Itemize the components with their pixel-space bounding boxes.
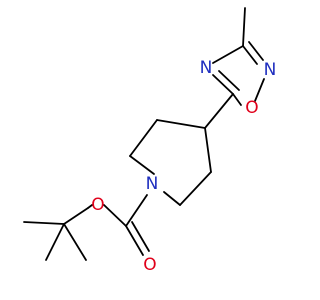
bond xyxy=(129,119,158,157)
bond xyxy=(179,171,212,206)
bond xyxy=(87,204,93,209)
bond xyxy=(218,70,240,91)
atom-label-oxadiazole-n2: N xyxy=(264,60,277,80)
bond xyxy=(254,78,265,102)
atom-label-ester-o: O xyxy=(91,195,104,215)
bond xyxy=(156,119,206,129)
chemical-structure: N N N O O O xyxy=(23,7,276,275)
atom-label-oxadiazole-n3: N xyxy=(200,58,213,78)
bond xyxy=(242,45,258,65)
bond xyxy=(23,221,65,225)
bond xyxy=(163,191,181,206)
bond xyxy=(204,93,234,129)
atom-label-oxadiazole-o: O xyxy=(245,98,258,118)
bond xyxy=(212,45,244,64)
atom-label-carbonyl-o: O xyxy=(143,255,156,275)
atom-label-ring-n: N xyxy=(146,174,159,194)
bond xyxy=(248,41,264,61)
bond xyxy=(45,223,65,261)
bond xyxy=(125,194,148,227)
bond xyxy=(63,207,89,225)
bond xyxy=(212,74,234,95)
bond xyxy=(131,221,150,252)
bond xyxy=(204,127,212,173)
bond xyxy=(129,155,155,175)
atom-labels: N N N O O O xyxy=(91,58,276,275)
bond xyxy=(232,93,242,106)
bond xyxy=(242,7,246,47)
bond xyxy=(125,225,144,256)
bonds xyxy=(23,7,265,261)
bond xyxy=(103,204,127,227)
bond xyxy=(63,223,87,261)
